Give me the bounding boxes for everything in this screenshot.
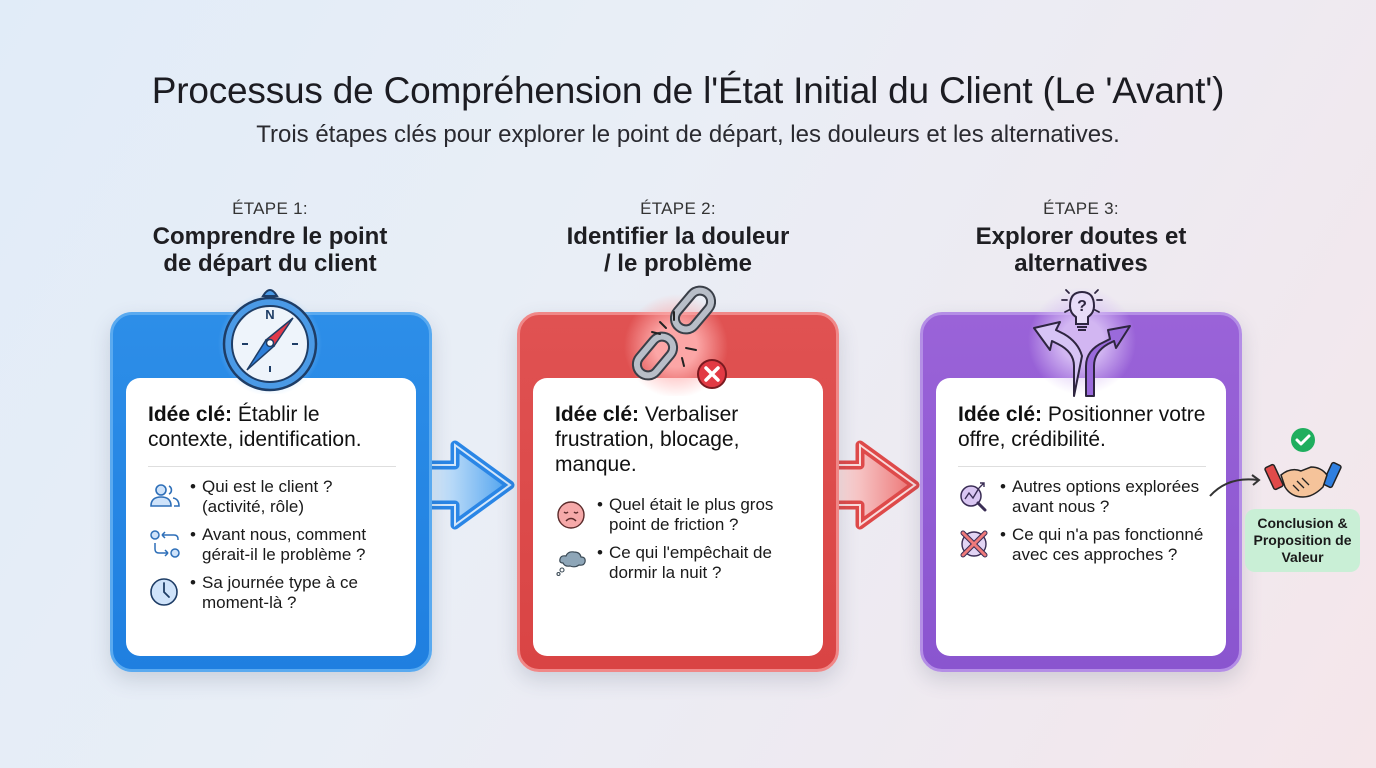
step-2-title-line2: / le problème [603,250,753,277]
list-item: Avant nous, comment gérait-il le problèm… [148,525,396,565]
divider [148,466,396,467]
list-item-text: Qui est le client ? (activité, rôle) [190,477,396,517]
svg-text:N: N [265,307,274,322]
list-item-text: Quel était le plus gros point de frictio… [597,495,803,535]
key-idea-prefix: Idée clé: [148,403,233,426]
step-3-label: ÉTAPE 3: [1043,199,1119,218]
step-1-content: Idée clé: Établir le contexte, identific… [126,378,416,656]
key-idea-text: Verbaliser frustration, blocage, manque. [555,403,740,476]
key-idea-prefix: Idée clé: [958,403,1043,426]
spacer [555,477,803,495]
step-2-header: ÉTAPE 2: Identifier la douleur / le prob… [508,199,848,277]
step-1-title-line2: de départ du client [163,250,377,277]
crossroads-lightbulb-icon: ? [1028,287,1136,397]
list-item-text: Autres options explorées avant nous ? [1000,477,1206,517]
connector-arrow-icon [1209,474,1261,497]
step-1-header: ÉTAPE 1: Comprendre le point de départ d… [100,199,440,277]
compass-icon: N [218,289,322,394]
key-idea-prefix: Idée clé: [555,403,640,426]
key-idea-text: Positionner votre offre, crédibilité. [958,403,1206,451]
list-item: Ce qui l'empêchait de dormir la nuit ? [555,543,803,583]
broken-chain-icon [624,285,728,396]
thought-cloud-icon [556,551,586,577]
list-item: Quel était le plus gros point de frictio… [555,495,803,535]
list-item-text: Sa journée type à ce moment-là ? [190,573,396,613]
handshake-check-icon [1263,428,1342,498]
step-2-label: ÉTAPE 2: [640,199,716,218]
list-item-text: Ce qui l'empêchait de dormir la nuit ? [597,543,803,583]
conclusion-label: Conclusion & Proposition de Valeur [1245,509,1360,572]
step-2-title-line1: Identifier la douleur [566,223,790,250]
step-1-card: Idée clé: Établir le contexte, identific… [110,312,432,672]
svg-text:?: ? [1077,298,1087,315]
page-subtitle: Trois étapes clés pour explorer le point… [256,121,1120,148]
page-title: Processus de Compréhension de l'État Ini… [151,70,1225,111]
step-1-title: Comprendre le point de départ du client [100,223,440,277]
users-icon [150,484,180,507]
divider [958,466,1206,467]
step-3-content: Idée clé: Positionner votre offre, crédi… [936,378,1226,656]
step-1-title-line1: Comprendre le point [152,223,388,250]
list-item: Sa journée type à ce moment-là ? [148,573,396,613]
step-2-key-idea: Idée clé: Verbaliser frustration, blocag… [555,402,803,477]
step-1-key-idea: Idée clé: Établir le contexte, identific… [148,402,396,452]
workflow-icon [150,530,180,558]
list-item: Ce qui n'a pas fonctionné avec ces appro… [958,525,1206,565]
list-item-text: Avant nous, comment gérait-il le problèm… [190,525,396,565]
list-item: Autres options explorées avant nous ? [958,477,1206,517]
sad-face-icon [557,501,585,529]
step-2-content: Idée clé: Verbaliser frustration, blocag… [533,378,823,656]
conclusion: Conclusion & Proposition de Valeur [1245,425,1360,572]
step-2-card: Idée clé: Verbaliser frustration, blocag… [517,312,839,672]
step-3-title-line1: Explorer doutes et [975,223,1187,250]
step-3-header: ÉTAPE 3: Explorer doutes et alternatives [911,199,1251,277]
clock-icon [150,578,178,606]
step-2-title: Identifier la douleur / le problème [508,223,848,277]
step-3-title: Explorer doutes et alternatives [911,223,1251,277]
cross-mark-icon [960,530,988,558]
list-item: Qui est le client ? (activité, rôle) [148,477,396,517]
search-analysis-icon [960,482,987,512]
step-3-title-line2: alternatives [1014,250,1148,277]
step-3-key-idea: Idée clé: Positionner votre offre, crédi… [958,402,1206,452]
step-1-label: ÉTAPE 1: [232,199,308,218]
list-item-text: Ce qui n'a pas fonctionné avec ces appro… [1000,525,1206,565]
key-idea-text: Établir le contexte, identification. [148,403,362,451]
